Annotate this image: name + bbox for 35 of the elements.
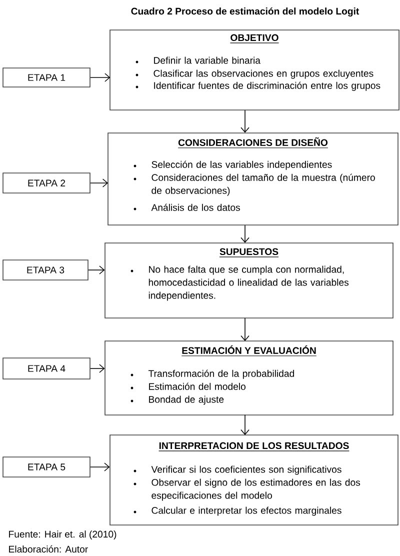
source-note: Fuente: Hair et. al (2010) [9,530,116,540]
box-heading: SUPUESTOS [219,248,279,258]
arrow [90,178,108,188]
arrow [90,73,110,82]
bullet-item: Análisis de los datos [134,204,240,211]
arrow [90,462,110,472]
stage-label-box: ETAPA 5 [2,456,90,478]
source-note: Elaboración: Autor [9,545,88,553]
arrow [88,266,105,274]
bullet-item: Transformación de la probabilidad [130,370,294,379]
arrow [90,364,105,373]
bullet-item: Estimación del modelo [130,382,246,390]
arrow [240,110,250,133]
stage-label-box: ETAPA 1 [2,68,90,88]
stage-label-box: ETAPA 4 [2,358,90,380]
box-heading: ESTIMACIÓN Y EVALUACIÓN [181,345,317,356]
bullet-item: Clasificar las observaciones en grupos excluyentes [136,70,374,79]
bullet-item: Bondad de ajuste [130,396,224,405]
bullet-item: Definir la variable binaria [136,56,260,64]
bullet-item: Selección de las variables independientes [134,160,332,170]
stage-label-box: ETAPA 3 [2,260,88,280]
bullet-item: Observar el signo de los estimadores en las dos especificaciones del modelo [134,478,360,501]
arrow [240,224,250,243]
bullet-item: No hace falta que se cumpla con normalidad, homocedasticidad o linealidad de las variables independientes. [130,266,349,301]
stage-label-box: ETAPA 2 [2,172,90,194]
box-heading: INTERPRETACION DE LOS RESULTADOS [158,442,350,452]
arrow [240,318,250,342]
bullet-item: Identificar fuentes de discriminación entre los grupos [136,82,380,91]
bullet-item: Consideraciones del tamaño de la muestra (número de observaciones) [134,174,375,196]
box-heading: CONSIDERACIONES DE DISEÑO [178,137,328,148]
bullet-item: Calcular e interpretar los efectos marginales [134,506,342,516]
title: Cuadro 2 Proceso de estimación del modelo Logit [131,7,360,17]
box-heading: OBJETIVO [230,34,280,44]
bullet-item: Verificar si los coeficientes son significativos [134,466,342,475]
arrow [240,414,250,436]
